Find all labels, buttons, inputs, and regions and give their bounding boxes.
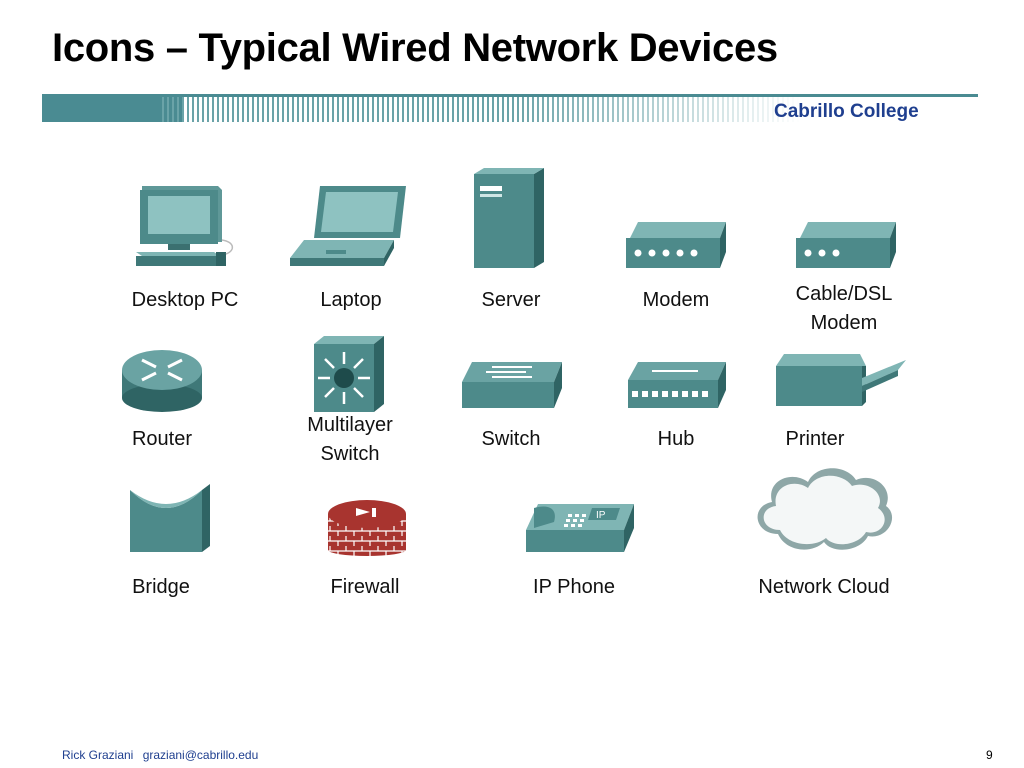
- switch-label: Switch: [481, 428, 541, 450]
- router-label: Router: [131, 428, 193, 450]
- header-banner: [42, 94, 978, 122]
- firewall-icon: [328, 500, 406, 556]
- brand-name: Cabrillo College: [774, 101, 919, 122]
- desktop-pc-label: Desktop PC: [131, 289, 239, 311]
- server-label: Server: [481, 289, 541, 311]
- footer-author: Rick Graziani: [62, 748, 134, 762]
- bridge-label: Bridge: [132, 576, 190, 598]
- laptop-label: Laptop: [320, 289, 382, 311]
- multilayer-switch-icon: [314, 336, 384, 412]
- switch-icon: [462, 362, 562, 408]
- slide-title: Icons – Typical Wired Network Devices: [52, 26, 778, 70]
- footer-credit: Rick Graziani graziani@cabrillo.edu: [62, 748, 258, 762]
- router-icon: [122, 350, 202, 412]
- desktop-pc-icon: [136, 186, 234, 266]
- modem-icon: [626, 222, 726, 268]
- bridge-icon: [130, 484, 210, 552]
- network-cloud-label: Network Cloud: [758, 576, 890, 598]
- hub-label: Hub: [657, 428, 695, 450]
- network-cloud-icon: [757, 468, 893, 550]
- modem-label: Modem: [642, 289, 710, 311]
- page-number: 9: [986, 748, 993, 762]
- laptop-icon: [290, 186, 406, 266]
- ip-phone-icon: IP: [526, 504, 634, 552]
- printer-label: Printer: [785, 428, 845, 450]
- multilayer-switch-label: Multilayer Switch: [307, 414, 393, 465]
- ip-phone-label: IP Phone: [533, 576, 615, 598]
- firewall-label: Firewall: [330, 576, 400, 598]
- footer-email: graziani@cabrillo.edu: [142, 748, 259, 762]
- server-icon: [474, 168, 544, 268]
- cable-dsl-modem-label: Cable/DSL Modem: [795, 283, 893, 334]
- printer-icon: [776, 354, 906, 406]
- cable-dsl-modem-icon: [796, 222, 896, 268]
- ip-phone-badge: IP: [596, 510, 606, 521]
- hub-icon: [628, 362, 726, 408]
